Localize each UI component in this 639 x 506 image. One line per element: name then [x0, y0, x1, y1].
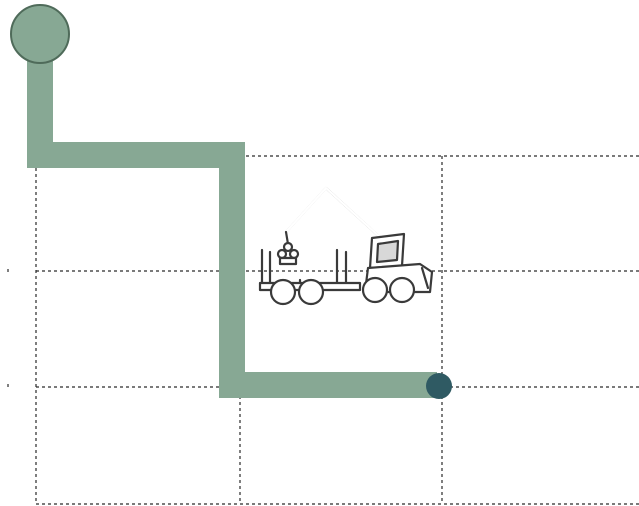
start-node — [11, 5, 69, 63]
forestry-forwarder-icon — [260, 188, 432, 304]
route-path — [40, 40, 437, 385]
end-node — [426, 373, 452, 399]
